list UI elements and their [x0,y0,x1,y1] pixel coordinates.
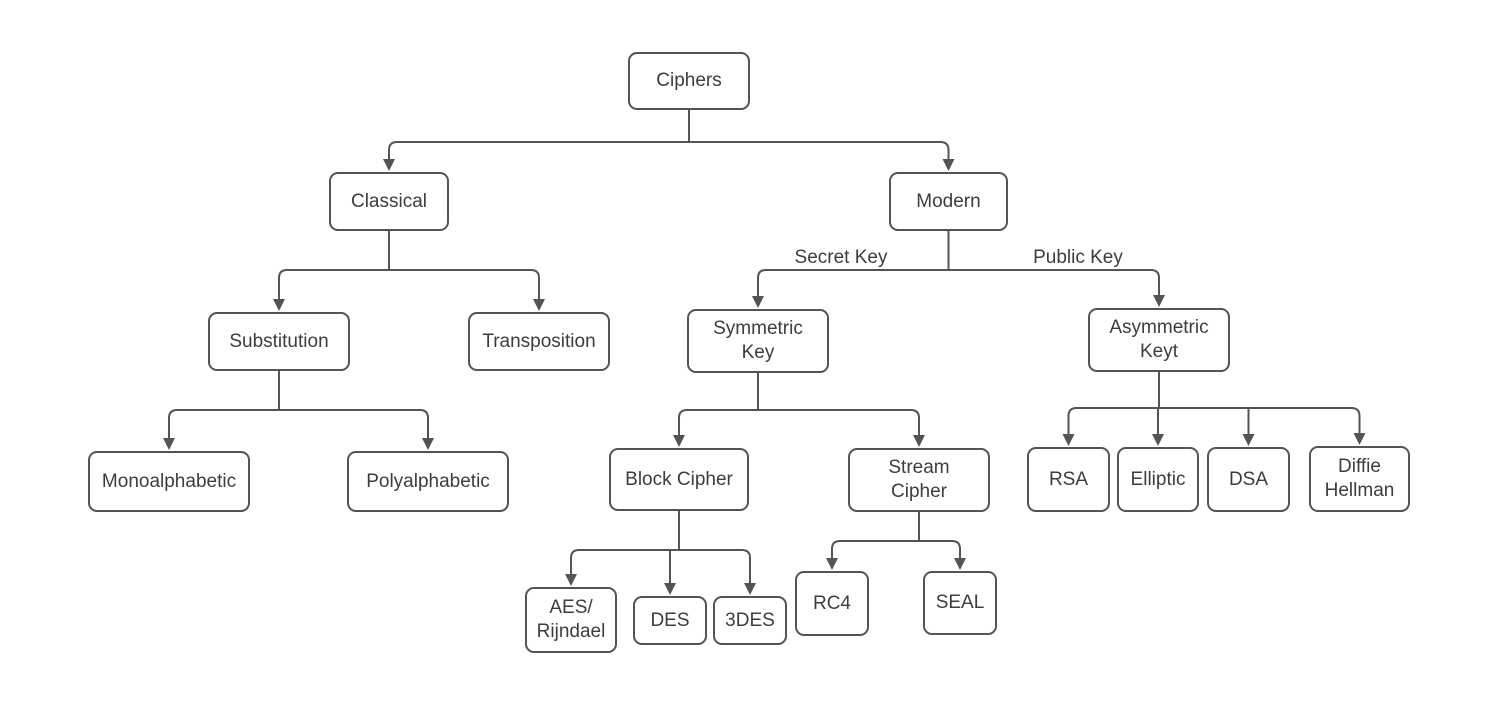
edge-label-secret-key: Secret Key [794,247,888,268]
arrowhead-icon [826,558,838,570]
node-transposition: Transposition [468,312,610,371]
arrowhead-icon [744,583,756,595]
node-elliptic: Elliptic [1117,447,1199,512]
arrowhead-icon [664,583,676,595]
arrowhead-icon [673,435,685,447]
node-3des: 3DES [713,596,787,645]
node-monoalphabetic: Monoalphabetic [88,451,250,512]
node-substitution: Substitution [208,312,350,371]
edge-label-public-key: Public Key [1033,247,1123,268]
arrowhead-icon [533,299,545,311]
arrowhead-icon [913,435,925,447]
arrowhead-icon [954,558,966,570]
node-aes-rijndael: AES/ Rijndael [525,587,617,653]
arrowhead-icon [383,159,395,171]
node-classical: Classical [329,172,449,231]
arrowhead-icon [752,296,764,308]
arrowhead-icon [1153,295,1165,307]
arrowhead-icon [1353,433,1366,445]
node-rc4: RC4 [795,571,869,636]
arrowhead-icon [163,438,175,450]
node-rsa: RSA [1027,447,1110,512]
arrowhead-icon [422,438,434,450]
node-modern: Modern [889,172,1008,231]
node-stream-cipher: Stream Cipher [848,448,990,512]
arrowhead-icon [565,574,577,586]
node-block-cipher: Block Cipher [609,448,749,511]
node-ciphers: Ciphers [628,52,750,110]
arrowhead-icon [1152,434,1164,446]
node-seal: SEAL [923,571,997,635]
arrowhead-icon [273,299,285,311]
node-des: DES [633,596,707,645]
arrowhead-icon [1062,434,1075,446]
node-polyalphabetic: Polyalphabetic [347,451,509,512]
node-diffie-hellman: Diffie Hellman [1309,446,1410,512]
node-symmetric-key: Symmetric Key [687,309,829,373]
arrowhead-icon [1242,434,1255,446]
node-asymmetric-keyt: Asymmetric Keyt [1088,308,1230,372]
node-dsa: DSA [1207,447,1290,512]
arrowhead-icon [942,159,955,171]
